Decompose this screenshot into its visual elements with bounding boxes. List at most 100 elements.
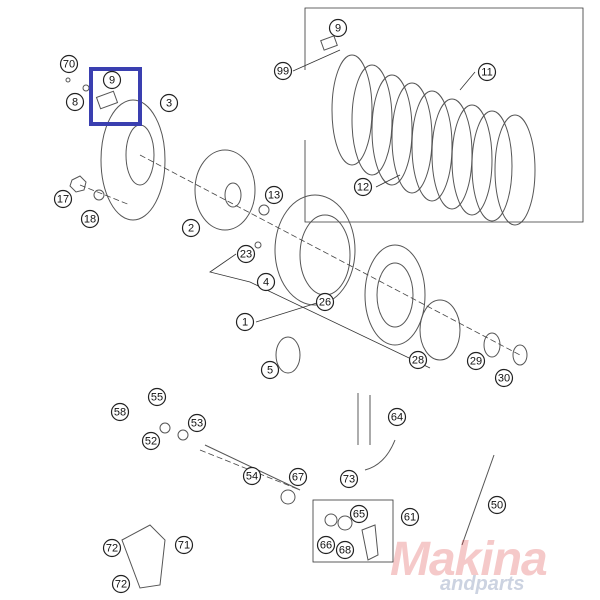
watermark-brand: Makina [390, 533, 548, 586]
callout-part-9[interactable]: 9 [328, 18, 348, 38]
inner-hub [194, 149, 256, 231]
callout-number: 11 [481, 67, 492, 79]
callout-part-72[interactable]: 72 [111, 574, 131, 594]
callout-part-11[interactable]: 11 [477, 62, 497, 82]
callout-part-13[interactable]: 13 [264, 185, 284, 205]
callout-number: 68 [339, 545, 351, 557]
callout-part-5[interactable]: 5 [260, 360, 280, 380]
callout-part-73[interactable]: 73 [339, 469, 359, 489]
callout-circle [264, 185, 284, 205]
callout-number: 29 [470, 356, 482, 368]
callout-number: 9 [335, 23, 341, 35]
callout-part-26[interactable]: 26 [315, 292, 335, 312]
callout-number: 5 [267, 365, 273, 377]
callout-number: 2 [188, 223, 194, 235]
watermark-sub: andparts [440, 573, 525, 595]
callout-number: 26 [319, 297, 331, 309]
callout-part-29[interactable]: 29 [466, 351, 486, 371]
plate-kit-box [304, 7, 584, 223]
callout-number: 52 [145, 436, 157, 448]
callout-circle [80, 209, 100, 229]
callout-number: 18 [84, 214, 96, 226]
callout-circle [260, 360, 280, 380]
spring-9-kit [320, 35, 338, 51]
callout-circle [353, 177, 373, 197]
callout-circle [111, 574, 131, 594]
callout-part-53[interactable]: 53 [187, 413, 207, 433]
callout-number: 1 [242, 317, 248, 329]
callout-part-67[interactable]: 67 [288, 467, 308, 487]
callout-number: 66 [320, 540, 332, 552]
callout-part-58[interactable]: 58 [110, 402, 130, 422]
callout-number: 28 [412, 355, 424, 367]
callout-part-18[interactable]: 18 [80, 209, 100, 229]
callout-part-23[interactable]: 23 [236, 244, 256, 264]
callout-circle [256, 272, 276, 292]
callout-circle [328, 18, 348, 38]
callout-part-50[interactable]: 50 [487, 495, 507, 515]
callout-number: 30 [498, 373, 510, 385]
callout-circle [102, 538, 122, 558]
callout-part-54[interactable]: 54 [242, 466, 262, 486]
slave-cylinder-box [312, 499, 394, 563]
callout-number: 71 [178, 540, 190, 552]
callout-part-65[interactable]: 65 [349, 504, 369, 524]
callout-part-66[interactable]: 66 [316, 535, 336, 555]
callout-part-1[interactable]: 1 [235, 312, 255, 332]
callout-circle [174, 535, 194, 555]
callout-circle [316, 535, 336, 555]
callout-part-72[interactable]: 72 [102, 538, 122, 558]
callout-circle [147, 387, 167, 407]
callout-number: 23 [240, 249, 252, 261]
callout-circle [110, 402, 130, 422]
callout-part-99[interactable]: 99 [273, 61, 293, 81]
callout-circle [288, 467, 308, 487]
primary-gear [364, 244, 426, 346]
callout-part-61[interactable]: 61 [400, 507, 420, 527]
callout-number: 65 [353, 509, 365, 521]
callout-part-30[interactable]: 30 [494, 368, 514, 388]
callout-part-3[interactable]: 3 [159, 93, 179, 113]
callout-circle [273, 61, 293, 81]
callout-number: 50 [491, 500, 503, 512]
callout-number: 73 [343, 474, 355, 486]
callout-part-12[interactable]: 12 [353, 177, 373, 197]
callout-part-4[interactable]: 4 [256, 272, 276, 292]
callout-number: 54 [246, 471, 258, 483]
callout-part-71[interactable]: 71 [174, 535, 194, 555]
callout-number: 12 [357, 182, 369, 194]
callout-part-17[interactable]: 17 [53, 189, 73, 209]
callout-circle [242, 466, 262, 486]
callout-circle [408, 350, 428, 370]
callout-circle [59, 54, 79, 74]
callout-circle [466, 351, 486, 371]
callout-number: 64 [391, 412, 403, 424]
callout-circle [187, 413, 207, 433]
callout-part-8[interactable]: 8 [65, 92, 85, 112]
callout-circle [159, 93, 179, 113]
callout-circle [349, 504, 369, 524]
highlight-box [89, 67, 142, 126]
spring-9 [95, 90, 119, 110]
callout-part-52[interactable]: 52 [141, 431, 161, 451]
callout-circle [181, 218, 201, 238]
callout-number: 58 [114, 407, 126, 419]
callout-number: 53 [191, 418, 203, 430]
callout-part-2[interactable]: 2 [181, 218, 201, 238]
callout-circle [53, 189, 73, 209]
callout-part-55[interactable]: 55 [147, 387, 167, 407]
callout-circle [102, 70, 122, 90]
callout-number: 17 [57, 194, 69, 206]
callout-part-70[interactable]: 70 [59, 54, 79, 74]
callout-number: 72 [115, 579, 127, 591]
callout-circle [387, 407, 407, 427]
callout-part-9[interactable]: 9 [102, 70, 122, 90]
callout-part-28[interactable]: 28 [408, 350, 428, 370]
callout-circle [487, 495, 507, 515]
callout-part-68[interactable]: 68 [335, 540, 355, 560]
callout-number: 70 [63, 59, 75, 71]
callout-circle [315, 292, 335, 312]
callout-part-64[interactable]: 64 [387, 407, 407, 427]
